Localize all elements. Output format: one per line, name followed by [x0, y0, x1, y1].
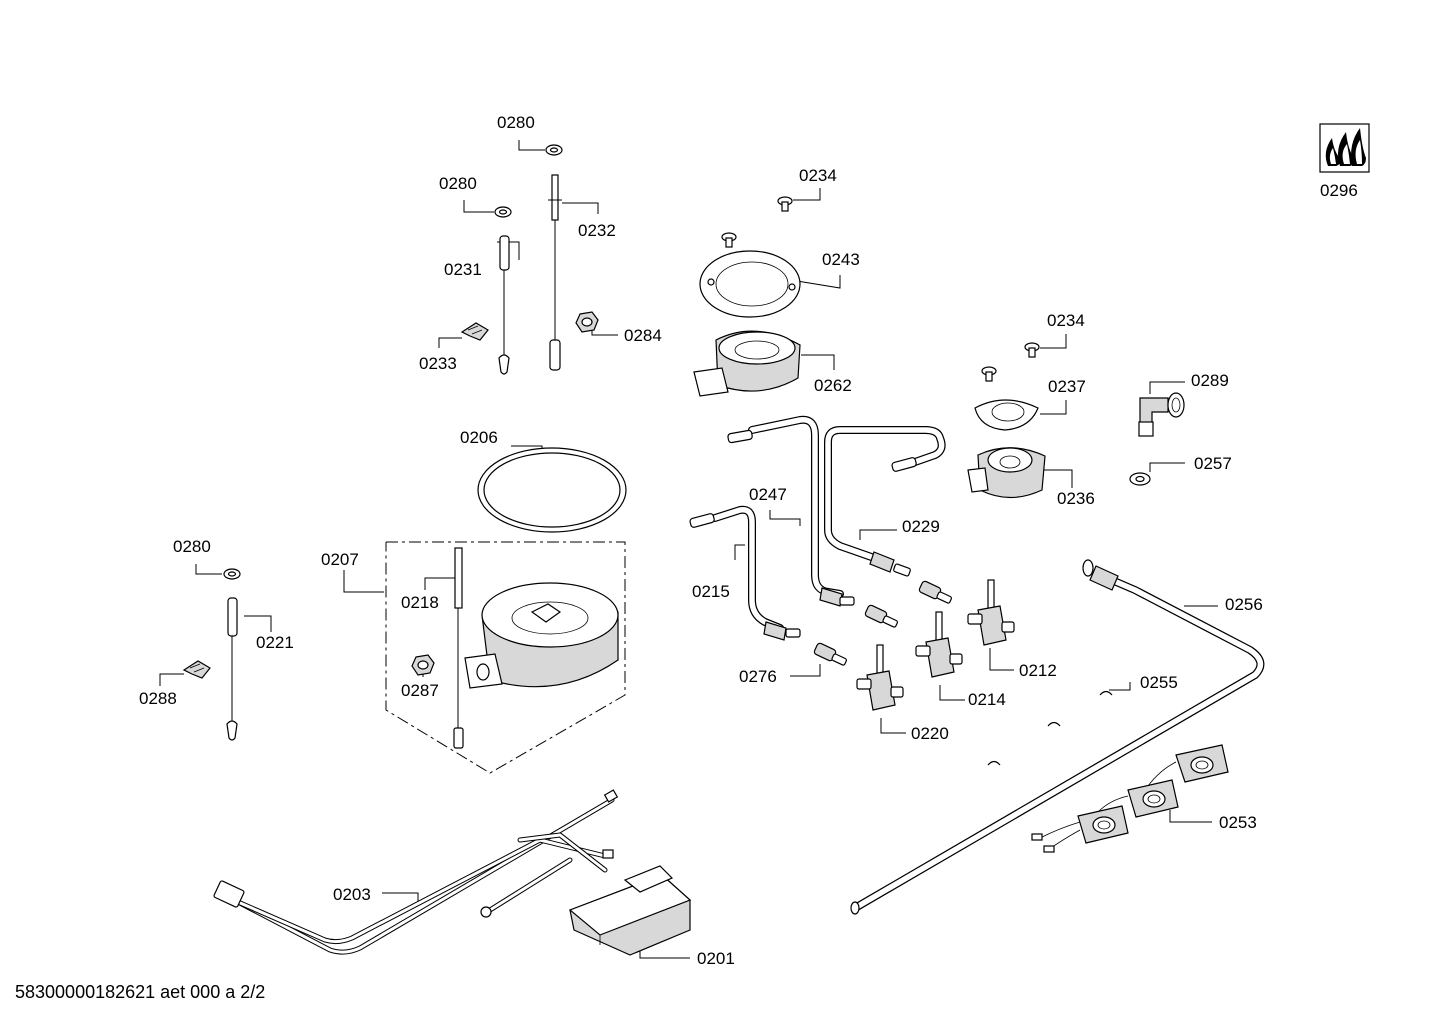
burner-base-0262 [693, 330, 801, 397]
washer-0280-top [545, 144, 563, 156]
part-label-0232[interactable]: 0232 [578, 221, 616, 240]
clip-0288 [182, 660, 211, 679]
elbow-fitting-0289 [1138, 392, 1185, 437]
burner-base-0236 [967, 447, 1046, 499]
valve-0212 [967, 579, 1015, 646]
wiring-harness-0203 [213, 789, 619, 955]
gas-flame-icon [1319, 123, 1370, 173]
part-label-0201[interactable]: 0201 [697, 949, 735, 968]
screw-0234-c [1024, 342, 1040, 358]
screw-0234-d [981, 366, 997, 382]
part-label-0243[interactable]: 0243 [822, 250, 860, 269]
part-label-0284[interactable]: 0284 [624, 326, 662, 345]
part-label-0236[interactable]: 0236 [1057, 489, 1095, 508]
leader-lines [159, 140, 1218, 959]
gasket-0243 [699, 250, 801, 318]
switch-0253-b [1127, 779, 1179, 818]
part-label-0215[interactable]: 0215 [692, 582, 730, 601]
thermocouple-0231 [498, 235, 510, 375]
nut-0284 [575, 311, 599, 333]
document-footer-code: 58300000182621 aet 000 a 2/2 [15, 982, 266, 1002]
part-label-0257[interactable]: 0257 [1194, 454, 1232, 473]
part-label-0253[interactable]: 0253 [1219, 813, 1257, 832]
ignition-module-0201 [568, 865, 692, 956]
clip-0233 [460, 322, 489, 341]
part-label-0233[interactable]: 0233 [419, 354, 457, 373]
nozzle-0276-b [864, 604, 898, 628]
part-label-0206[interactable]: 0206 [460, 428, 498, 447]
valve-0214 [915, 611, 963, 678]
washer-0280-mid [494, 206, 512, 218]
part-label-0212[interactable]: 0212 [1019, 661, 1057, 680]
seal-ring-0206 [477, 447, 627, 533]
nozzle-0276-a [813, 642, 847, 666]
part-label-0221[interactable]: 0221 [256, 633, 294, 652]
part-label-0220[interactable]: 0220 [911, 724, 949, 743]
part-label-0234-right[interactable]: 0234 [1047, 311, 1085, 330]
switch-0253-a [1175, 744, 1229, 783]
pipe-0215 [689, 505, 801, 641]
part-label-0296[interactable]: 0296 [1320, 181, 1358, 200]
part-label-0280-left[interactable]: 0280 [173, 537, 211, 556]
part-label-0276[interactable]: 0276 [739, 667, 777, 686]
part-label-0280-top[interactable]: 0280 [497, 113, 535, 132]
thermocouple-0218 [453, 547, 464, 749]
washer-0280-left [223, 568, 241, 580]
part-label-0280-mid[interactable]: 0280 [439, 174, 477, 193]
part-label-0218[interactable]: 0218 [401, 593, 439, 612]
part-label-0214[interactable]: 0214 [968, 690, 1006, 709]
thermocouple-0232 [548, 174, 562, 371]
part-label-0234-top[interactable]: 0234 [799, 166, 837, 185]
part-label-0287[interactable]: 0287 [401, 681, 439, 700]
pipe-0247 [727, 415, 855, 607]
washer-0257 [1129, 472, 1151, 486]
part-label-0229[interactable]: 0229 [902, 517, 940, 536]
part-label-0262[interactable]: 0262 [814, 376, 852, 395]
burner-assembly-0207 [385, 541, 626, 774]
part-label-0231[interactable]: 0231 [444, 260, 482, 279]
pipe-0229 [824, 426, 946, 577]
part-label-0256[interactable]: 0256 [1225, 595, 1263, 614]
thermocouple-0221 [226, 597, 238, 741]
part-label-0288[interactable]: 0288 [139, 689, 177, 708]
part-label-0255[interactable]: 0255 [1140, 673, 1178, 692]
screw-0234-a [777, 196, 793, 212]
clip-0255 [987, 690, 1113, 766]
part-label-0247[interactable]: 0247 [749, 485, 787, 504]
part-label-0289[interactable]: 0289 [1191, 371, 1229, 390]
gasket-0237 [974, 399, 1039, 431]
screw-0234-b [721, 232, 737, 248]
main-pipe-0256 [850, 559, 1265, 915]
part-label-0237[interactable]: 0237 [1048, 377, 1086, 396]
valve-0220 [856, 644, 904, 711]
part-label-0207[interactable]: 0207 [321, 550, 359, 569]
nut-0287 [411, 654, 435, 676]
part-label-0203[interactable]: 0203 [333, 885, 371, 904]
switch-0253-c [1031, 761, 1177, 853]
nozzle-0276-c [918, 580, 952, 604]
